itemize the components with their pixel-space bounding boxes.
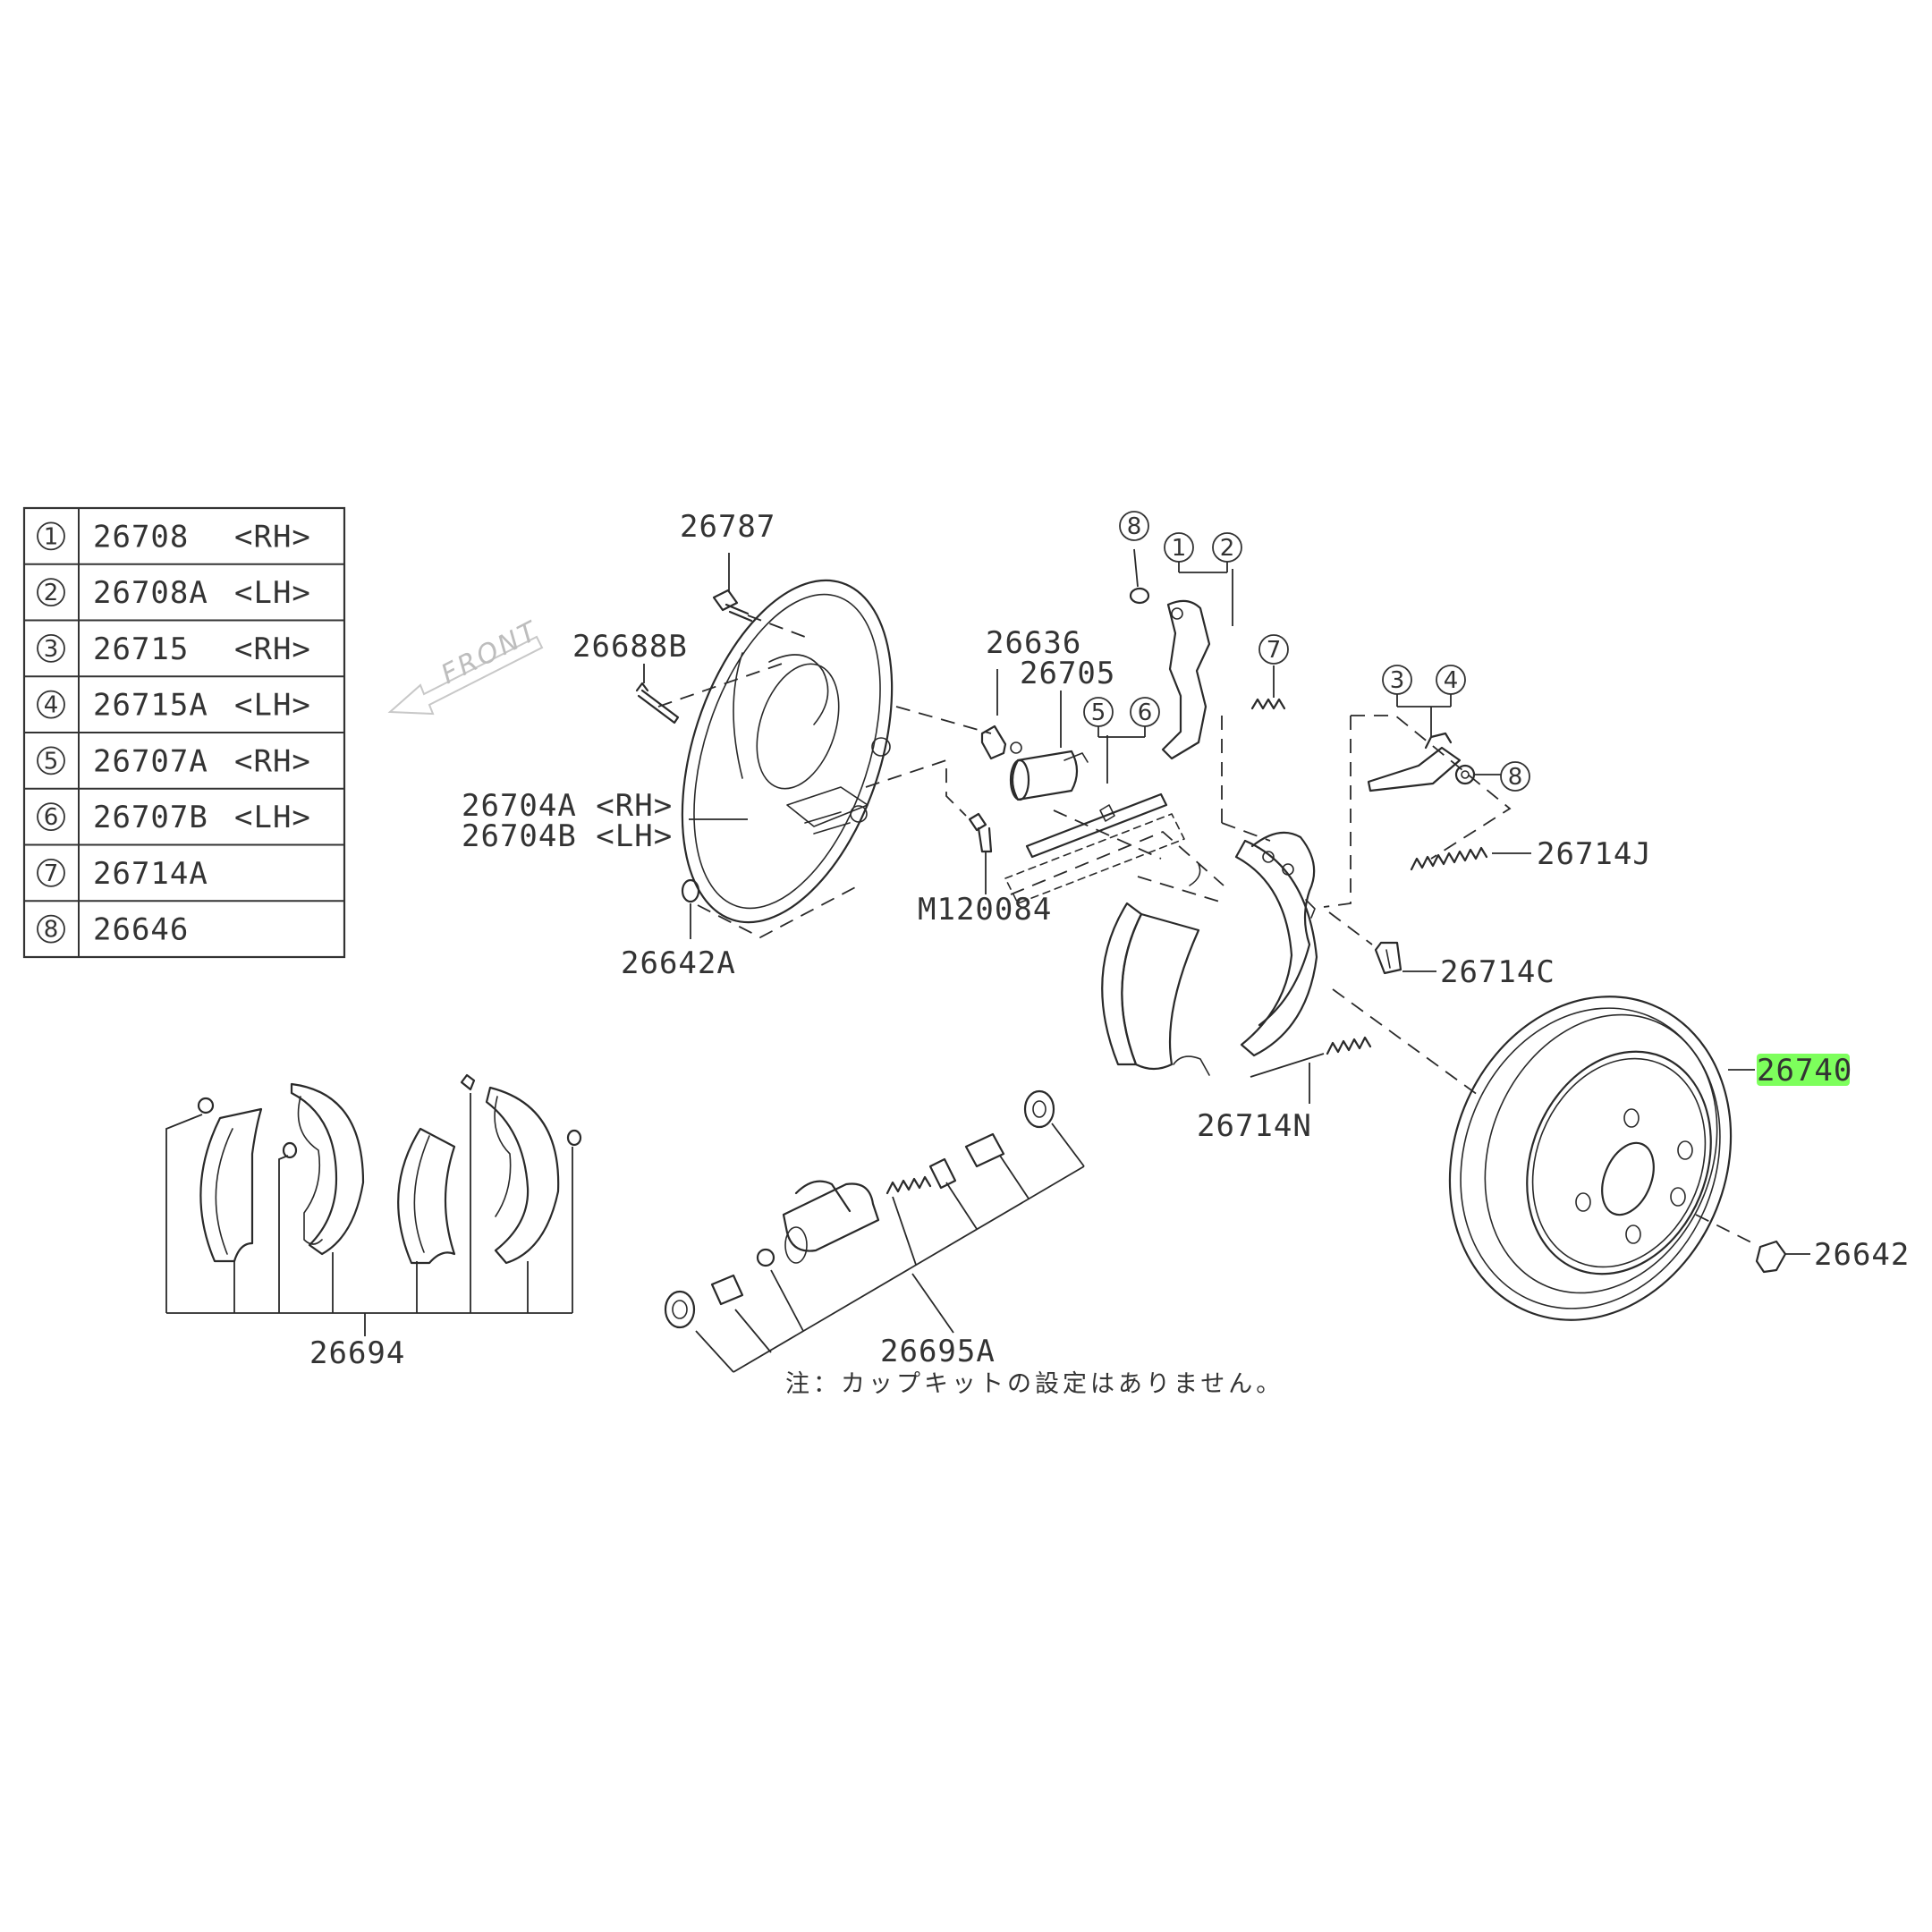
legend-num: 4 [44, 692, 59, 719]
legend-side: <RH> [234, 519, 311, 555]
pin-26688b [635, 664, 680, 724]
legend-num: 1 [44, 523, 59, 550]
legend-num: 2 [44, 580, 59, 606]
label-26714n: 26714N [1197, 1108, 1312, 1144]
label-m120084: M120084 [918, 892, 1052, 928]
legend-callout-circle [37, 690, 65, 719]
brake-shoe-rear [1101, 863, 1210, 1076]
clip-26714c [1374, 941, 1436, 975]
label-26714c: 26714C [1440, 954, 1555, 990]
callout-6: 6 [1138, 699, 1153, 726]
callout-2: 2 [1220, 535, 1235, 562]
cylinder-kit-26695a [664, 1089, 1085, 1373]
clip-26636 [980, 669, 1007, 760]
legend-side: <RH> [234, 631, 311, 667]
legend-part-number: 26715A [93, 688, 208, 724]
legend-side: <RH> [234, 743, 311, 779]
plug-26642 [1695, 1214, 1810, 1274]
label-26642a: 26642A [621, 945, 736, 981]
note-text: 注：カップキットの設定はありません。 [785, 1370, 1284, 1398]
bolt-m120084 [968, 812, 993, 894]
label-26694: 26694 [309, 1335, 405, 1371]
highlight-26740 [1757, 1054, 1850, 1086]
callout-4: 4 [1444, 667, 1459, 694]
callout-5: 5 [1091, 699, 1106, 726]
label-26704b: 26704B <LH> [462, 818, 673, 854]
adjuster-strut [1004, 735, 1185, 904]
label-26787: 26787 [680, 509, 775, 545]
callout-8-right: 8 [1508, 764, 1523, 791]
legend-side: <LH> [234, 800, 311, 835]
legend-part-number: 26646 [93, 912, 189, 948]
legend-part-number: 26708A [93, 575, 208, 611]
front-label: FRONT [436, 615, 545, 691]
label-26695a: 26695A [880, 1334, 996, 1369]
legend-num: 8 [44, 917, 59, 944]
bolt-26787 [712, 553, 753, 623]
legend-callout-circle [37, 858, 65, 887]
spring-26714n [1250, 1036, 1372, 1104]
legend-part-number: 26708 [93, 519, 189, 555]
legend-side: <LH> [234, 575, 311, 611]
legend-table: 1 26708 <RH> 2 26708A <LH> 3 26715 <RH> 4 26715A <L… [22, 506, 346, 959]
legend-part-number: 26715 [93, 631, 189, 667]
brake-shoe-front [1234, 831, 1318, 1057]
spring-7 [1250, 665, 1286, 710]
legend-num: 6 [44, 804, 59, 831]
callout-circles: 8 1 2 7 5 6 3 4 8 [1083, 511, 1530, 792]
legend-num: 7 [44, 860, 59, 887]
label-26688b: 26688B [572, 629, 688, 665]
shoe-kit-26694 [165, 1073, 582, 1336]
label-26714j: 26714J [1537, 836, 1652, 872]
legend-callout-circle [37, 914, 65, 944]
legend-callout-circle [37, 521, 65, 551]
legend-callout-circle [37, 578, 65, 607]
adjuster-lever [1367, 707, 1501, 792]
part-labels: 26787 26688B 26636 26705 26704A <RH> 267… [309, 509, 1910, 1398]
backing-plate [681, 579, 894, 924]
legend-callout-circle [37, 633, 65, 663]
legend-num: 5 [44, 748, 59, 775]
callout-1: 1 [1172, 535, 1187, 562]
spring-26714j [1410, 846, 1531, 871]
callout-3: 3 [1390, 667, 1405, 694]
label-26705: 26705 [1020, 656, 1115, 691]
legend-part-number: 26707B [93, 800, 208, 835]
legend-part-number: 26714A [93, 856, 208, 892]
legend-callout-circle [37, 802, 65, 832]
label-26642: 26642 [1814, 1237, 1910, 1273]
legend-callout-circle [37, 746, 65, 775]
assembly-dash-lines [657, 614, 1512, 1096]
label-26636: 26636 [986, 625, 1081, 661]
label-26740: 26740 [1757, 1053, 1852, 1089]
wheel-cylinder-26705 [1009, 691, 1089, 801]
legend-num: 3 [44, 636, 59, 663]
washer-top [1129, 548, 1150, 605]
label-26704a: 26704A <RH> [462, 788, 673, 824]
front-arrow-icon: FRONT [387, 615, 545, 716]
legend-part-number: 26707A [93, 743, 208, 779]
legend-side: <LH> [234, 688, 311, 724]
callout-8-top: 8 [1127, 513, 1142, 540]
retainer-26642a [681, 878, 700, 939]
brake-drum [1448, 996, 1755, 1321]
callout-7: 7 [1267, 637, 1282, 664]
parking-lever [1161, 569, 1233, 760]
